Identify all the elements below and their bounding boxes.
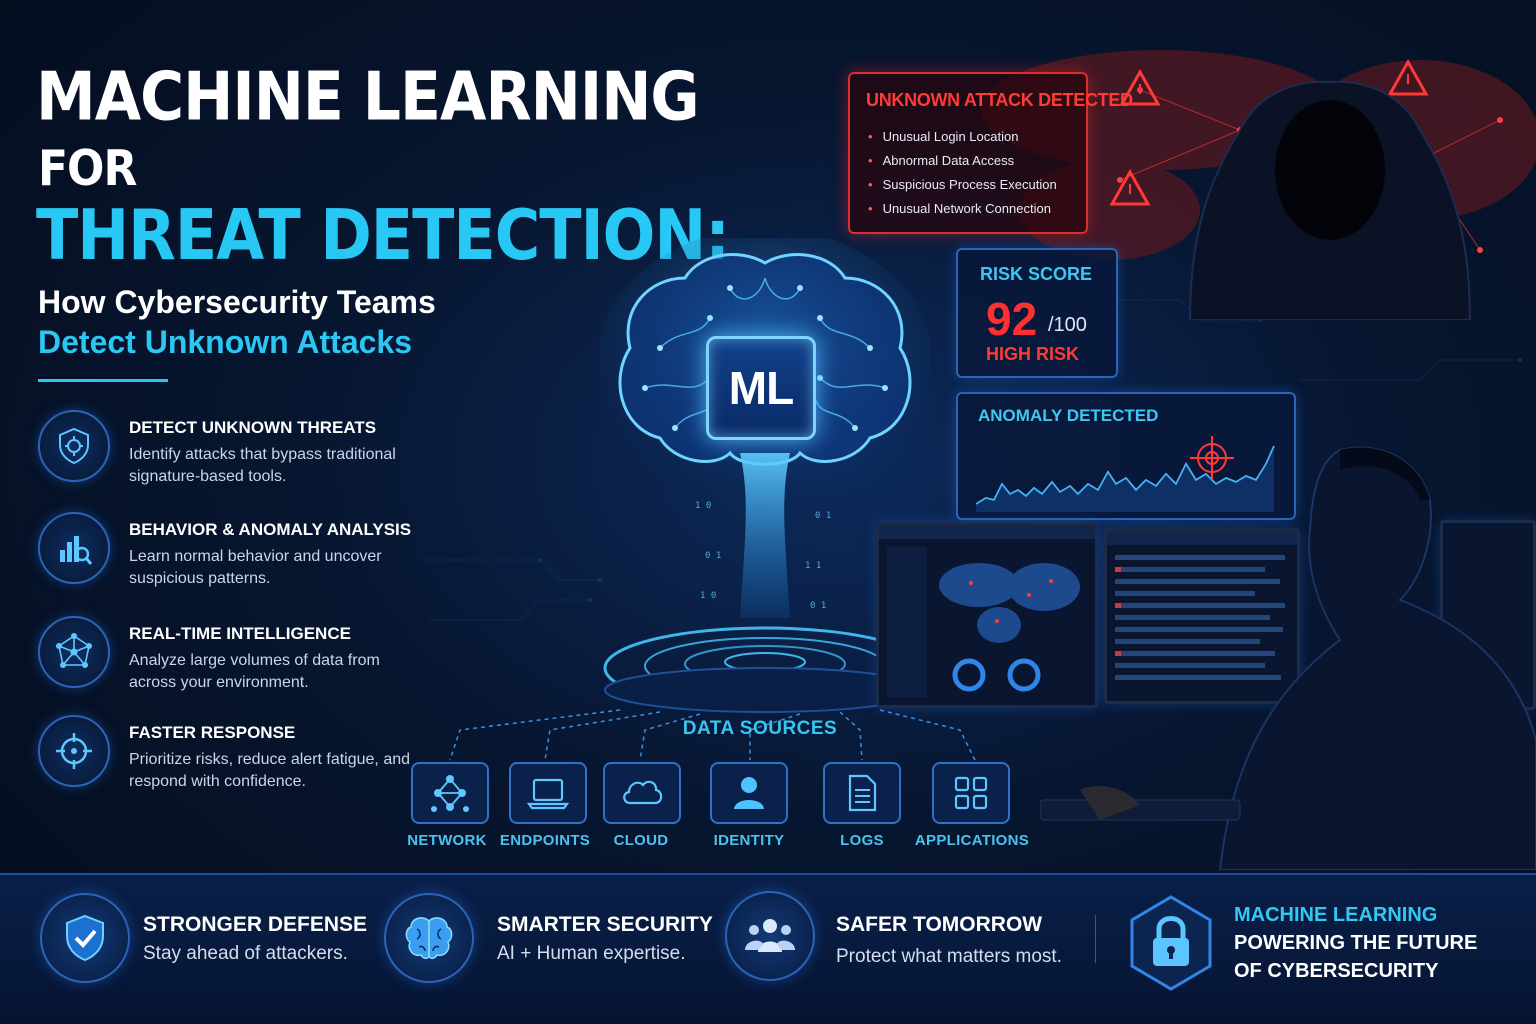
benefit-title: SMARTER SECURITY bbox=[497, 913, 713, 936]
data-source-label: ENDPOINTS bbox=[499, 832, 591, 849]
feature-description: Learn normal behavior and uncover suspic… bbox=[129, 548, 382, 587]
alert-title: UNKNOWN ATTACK DETECTED bbox=[866, 90, 1133, 110]
cloud-icon bbox=[623, 780, 663, 805]
alert-item: Abnormal Data Access bbox=[868, 153, 1057, 177]
bottom-divider bbox=[1095, 915, 1096, 963]
feature-real-time-intelligence: REAL-TIME INTELLIGENCE Analyze large vol… bbox=[38, 616, 418, 696]
feature-behavior-anomaly: BEHAVIOR & ANOMALY ANALYSIS Learn normal… bbox=[38, 512, 418, 592]
data-source-label: LOGS bbox=[840, 832, 884, 849]
feature-title: BEHAVIOR & ANOMALY ANALYSIS bbox=[129, 520, 412, 539]
data-source-label: IDENTITY bbox=[713, 832, 785, 849]
svg-text:0 1: 0 1 bbox=[815, 511, 831, 521]
data-source-network[interactable] bbox=[411, 762, 489, 824]
risk-score-value: 92 bbox=[986, 293, 1038, 345]
page-title-line3: THREAT DETECTION: bbox=[36, 194, 730, 276]
tagline-line1: MACHINE LEARNING bbox=[1234, 904, 1438, 926]
tagline-line3: OF CYBERSECURITY bbox=[1234, 960, 1439, 982]
people-icon bbox=[725, 891, 815, 981]
risk-score-panel: RISK SCORE 92 /100 HIGH RISK bbox=[956, 248, 1118, 378]
tagline: MACHINE LEARNING POWERING THE FUTURE OF … bbox=[1234, 901, 1477, 985]
feature-detect-unknown-threats: DETECT UNKNOWN THREATS Identify attacks … bbox=[38, 410, 418, 490]
data-source-connectors bbox=[449, 709, 976, 761]
chart-magnifier-icon bbox=[38, 512, 110, 584]
feature-title: DETECT UNKNOWN THREATS bbox=[129, 418, 377, 437]
page-title-line1: MACHINE LEARNING bbox=[36, 58, 700, 137]
svg-text:0 1: 0 1 bbox=[810, 601, 826, 611]
lock-icon bbox=[1130, 895, 1212, 991]
subtitle-line1: How Cybersecurity Teams bbox=[38, 284, 436, 320]
ml-chip: ML bbox=[706, 336, 816, 440]
benefit-description: Protect what matters most. bbox=[836, 946, 1062, 967]
benefit-description: Stay ahead of attackers. bbox=[143, 943, 348, 964]
laptop-icon bbox=[526, 778, 570, 810]
risk-score-label: RISK SCORE bbox=[980, 264, 1093, 284]
warning-icon bbox=[1109, 58, 1429, 206]
data-source-label: NETWORK bbox=[407, 832, 487, 849]
data-source-logs[interactable] bbox=[823, 762, 901, 824]
anomaly-sparkline bbox=[976, 436, 1275, 512]
data-source-applications[interactable] bbox=[932, 762, 1010, 824]
crosshair-icon bbox=[38, 715, 110, 787]
apps-grid-icon bbox=[954, 776, 988, 810]
shield-check-icon bbox=[40, 893, 130, 983]
alert-item: Suspicious Process Execution bbox=[868, 177, 1057, 201]
feature-description: Analyze large volumes of data from acros… bbox=[129, 652, 380, 691]
feature-faster-response: FASTER RESPONSE Prioritize risks, reduce… bbox=[38, 715, 418, 795]
tagline-line2: POWERING THE FUTURE bbox=[1234, 932, 1478, 954]
feature-description: Identify attacks that bypass traditional… bbox=[129, 446, 396, 485]
monitor-event-log bbox=[1104, 528, 1300, 704]
data-source-label: CLOUD bbox=[613, 832, 669, 849]
benefit-title: SAFER TOMORROW bbox=[836, 913, 1043, 936]
title-underline bbox=[38, 379, 168, 382]
anomaly-panel: ANOMALY DETECTED bbox=[956, 392, 1296, 520]
alert-list: Unusual Login Location Abnormal Data Acc… bbox=[868, 129, 1057, 225]
feature-title: FASTER RESPONSE bbox=[129, 723, 296, 742]
benefit-title: STRONGER DEFENSE bbox=[143, 913, 368, 936]
analyst-silhouette bbox=[1040, 446, 1536, 870]
data-source-identity[interactable] bbox=[710, 762, 788, 824]
benefit-description: AI + Human expertise. bbox=[497, 943, 686, 964]
svg-text:1 0: 1 0 bbox=[700, 591, 716, 601]
svg-text:1 0: 1 0 bbox=[695, 501, 711, 511]
svg-text:0 1: 0 1 bbox=[705, 551, 721, 561]
alert-item: Unusual Login Location bbox=[868, 129, 1057, 153]
monitor-threat-map bbox=[876, 522, 1098, 708]
target-icon bbox=[1190, 436, 1234, 480]
data-sources-title: DATA SOURCES bbox=[682, 718, 838, 739]
document-icon bbox=[848, 774, 877, 812]
network-icon bbox=[431, 775, 469, 812]
shield-virus-icon bbox=[38, 410, 110, 482]
risk-score-max: /100 bbox=[1048, 314, 1087, 336]
data-source-label: APPLICATIONS bbox=[914, 832, 1030, 849]
anomaly-label: ANOMALY DETECTED bbox=[978, 406, 1159, 425]
subtitle-line2: Detect Unknown Attacks bbox=[38, 324, 412, 360]
alert-item: Unusual Network Connection bbox=[868, 201, 1057, 225]
unknown-attack-alert: UNKNOWN ATTACK DETECTED Unusual Login Lo… bbox=[848, 72, 1133, 234]
network-node-icon bbox=[38, 616, 110, 688]
data-source-cloud[interactable] bbox=[603, 762, 681, 824]
risk-level: HIGH RISK bbox=[986, 344, 1080, 364]
data-source-endpoints[interactable] bbox=[509, 762, 587, 824]
user-icon bbox=[734, 777, 764, 809]
feature-description: Prioritize risks, reduce alert fatigue, … bbox=[129, 751, 411, 790]
feature-title: REAL-TIME INTELLIGENCE bbox=[129, 624, 351, 643]
page-title-line2: FOR bbox=[38, 140, 137, 198]
brain-icon bbox=[384, 893, 474, 983]
svg-text:1 1: 1 1 bbox=[805, 561, 821, 571]
